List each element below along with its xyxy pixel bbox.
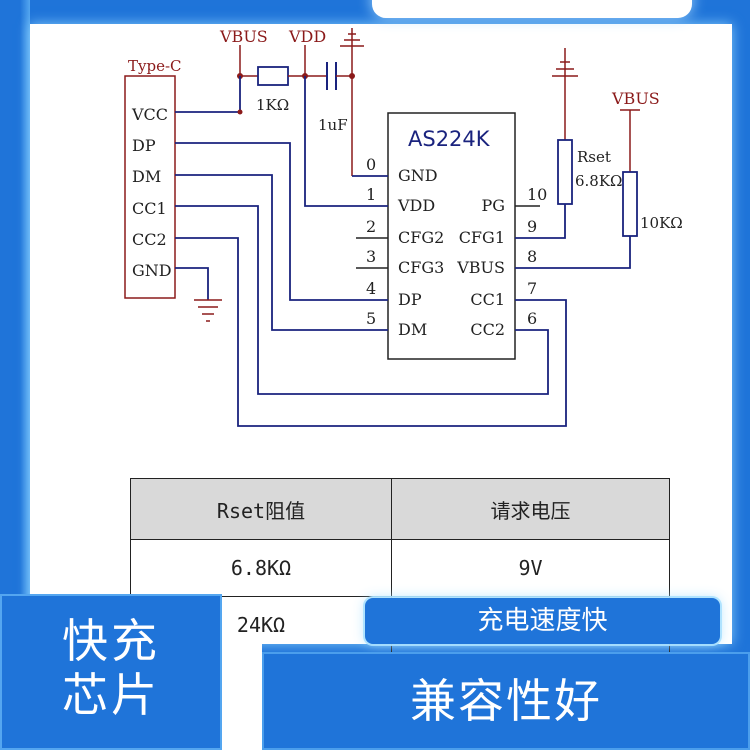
chip-left-pin-number: 1 (366, 185, 376, 204)
ground-symbol-rset (552, 48, 578, 140)
chip-right-pin-number: 8 (527, 247, 537, 266)
wire-dm (175, 174, 388, 331)
rset-value: 6.8KΩ (575, 172, 623, 190)
chip-left-pin-label: DM (398, 320, 427, 339)
panel-gap (222, 640, 262, 750)
typec-pin-label: CC2 (132, 230, 167, 249)
chip-left-pin-number: 3 (366, 247, 376, 266)
junction-vcc (237, 109, 243, 115)
table-cell: 6.8KΩ (130, 539, 392, 597)
chip-left-pin-label: CFG2 (398, 228, 444, 247)
chip-right-pin-label: CFG1 (459, 228, 505, 247)
label-vbus-right: VBUS (611, 89, 660, 108)
left-title: 快充芯片 (62, 614, 160, 722)
chip-right-pin-label: PG (481, 196, 505, 215)
typec-pin-label: DP (132, 136, 156, 155)
typec-title: Type-C (128, 57, 182, 75)
chip-left-pin-label: GND (398, 166, 438, 185)
chip-left-pin-label: VDD (397, 196, 435, 215)
chip-right-pin-number: 6 (527, 309, 537, 328)
chip-right-pin-number: 9 (527, 217, 537, 236)
chip-right-pin-label: CC2 (470, 320, 505, 339)
ground-symbol-top (340, 28, 364, 176)
chip-box (387, 112, 516, 360)
chip-right-pin-number: 10 (527, 185, 547, 204)
table-header-rset: Rset阻值 (130, 478, 392, 540)
chip-left-pin-number: 2 (366, 217, 376, 236)
wire-typec-gnd (175, 267, 209, 300)
label-vbus-top: VBUS (219, 27, 268, 46)
wire-cc1 (175, 205, 549, 395)
wire-vcc (175, 76, 241, 113)
typec-pin-label: VCC (131, 105, 168, 124)
chip-left-pin-number: 4 (366, 279, 376, 298)
typec-connector-box (124, 75, 176, 299)
feature-pill (365, 598, 720, 644)
table-header-row: Rset阻值 请求电压 (130, 478, 670, 540)
wire-vdd (304, 76, 388, 207)
table-row: 6.8KΩ 9V (130, 539, 670, 597)
chip-name: AS224K (408, 127, 491, 151)
chip-left-pin-label: CFG3 (398, 258, 444, 277)
chip-left-pin-number: 0 (366, 155, 376, 174)
capacitor-label: 1uF (318, 116, 348, 134)
chip-right-pin-label: VBUS (456, 258, 505, 277)
chip-left-pin-label: DP (398, 290, 422, 309)
frame-glow (20, 0, 30, 600)
rset-name: Rset (577, 148, 611, 166)
feature-pill-label: 充电速度快 (477, 606, 608, 636)
resistor-1k (257, 66, 289, 86)
typec-pin-label: GND (132, 261, 172, 280)
chip-right-pin-label: CC1 (470, 290, 505, 309)
bottom-feature-panel (262, 652, 750, 750)
resistor-10k (622, 171, 638, 237)
bottom-feature-label: 兼容性好 (410, 674, 602, 728)
frame-tab (372, 0, 692, 18)
table-header-voltage: 请求电压 (391, 478, 670, 540)
wire-rset (515, 204, 566, 239)
typec-pin-label: CC1 (132, 199, 167, 218)
resistor-1k-label: 1KΩ (256, 96, 289, 114)
label-vdd-top: VDD (288, 27, 326, 46)
wire-cc2 (175, 237, 567, 427)
typec-pin-label: DM (132, 167, 161, 186)
chip-right-pin-number: 7 (527, 279, 537, 298)
resistor-rset (557, 139, 573, 205)
resistor-10k-label: 10KΩ (640, 214, 683, 232)
ground-symbol-typec (194, 299, 222, 322)
left-title-panel (0, 594, 222, 750)
table-cell: 9V (391, 539, 670, 597)
chip-left-pin-number: 5 (366, 309, 376, 328)
wire-10k (515, 236, 631, 269)
wire-dp (175, 142, 388, 301)
